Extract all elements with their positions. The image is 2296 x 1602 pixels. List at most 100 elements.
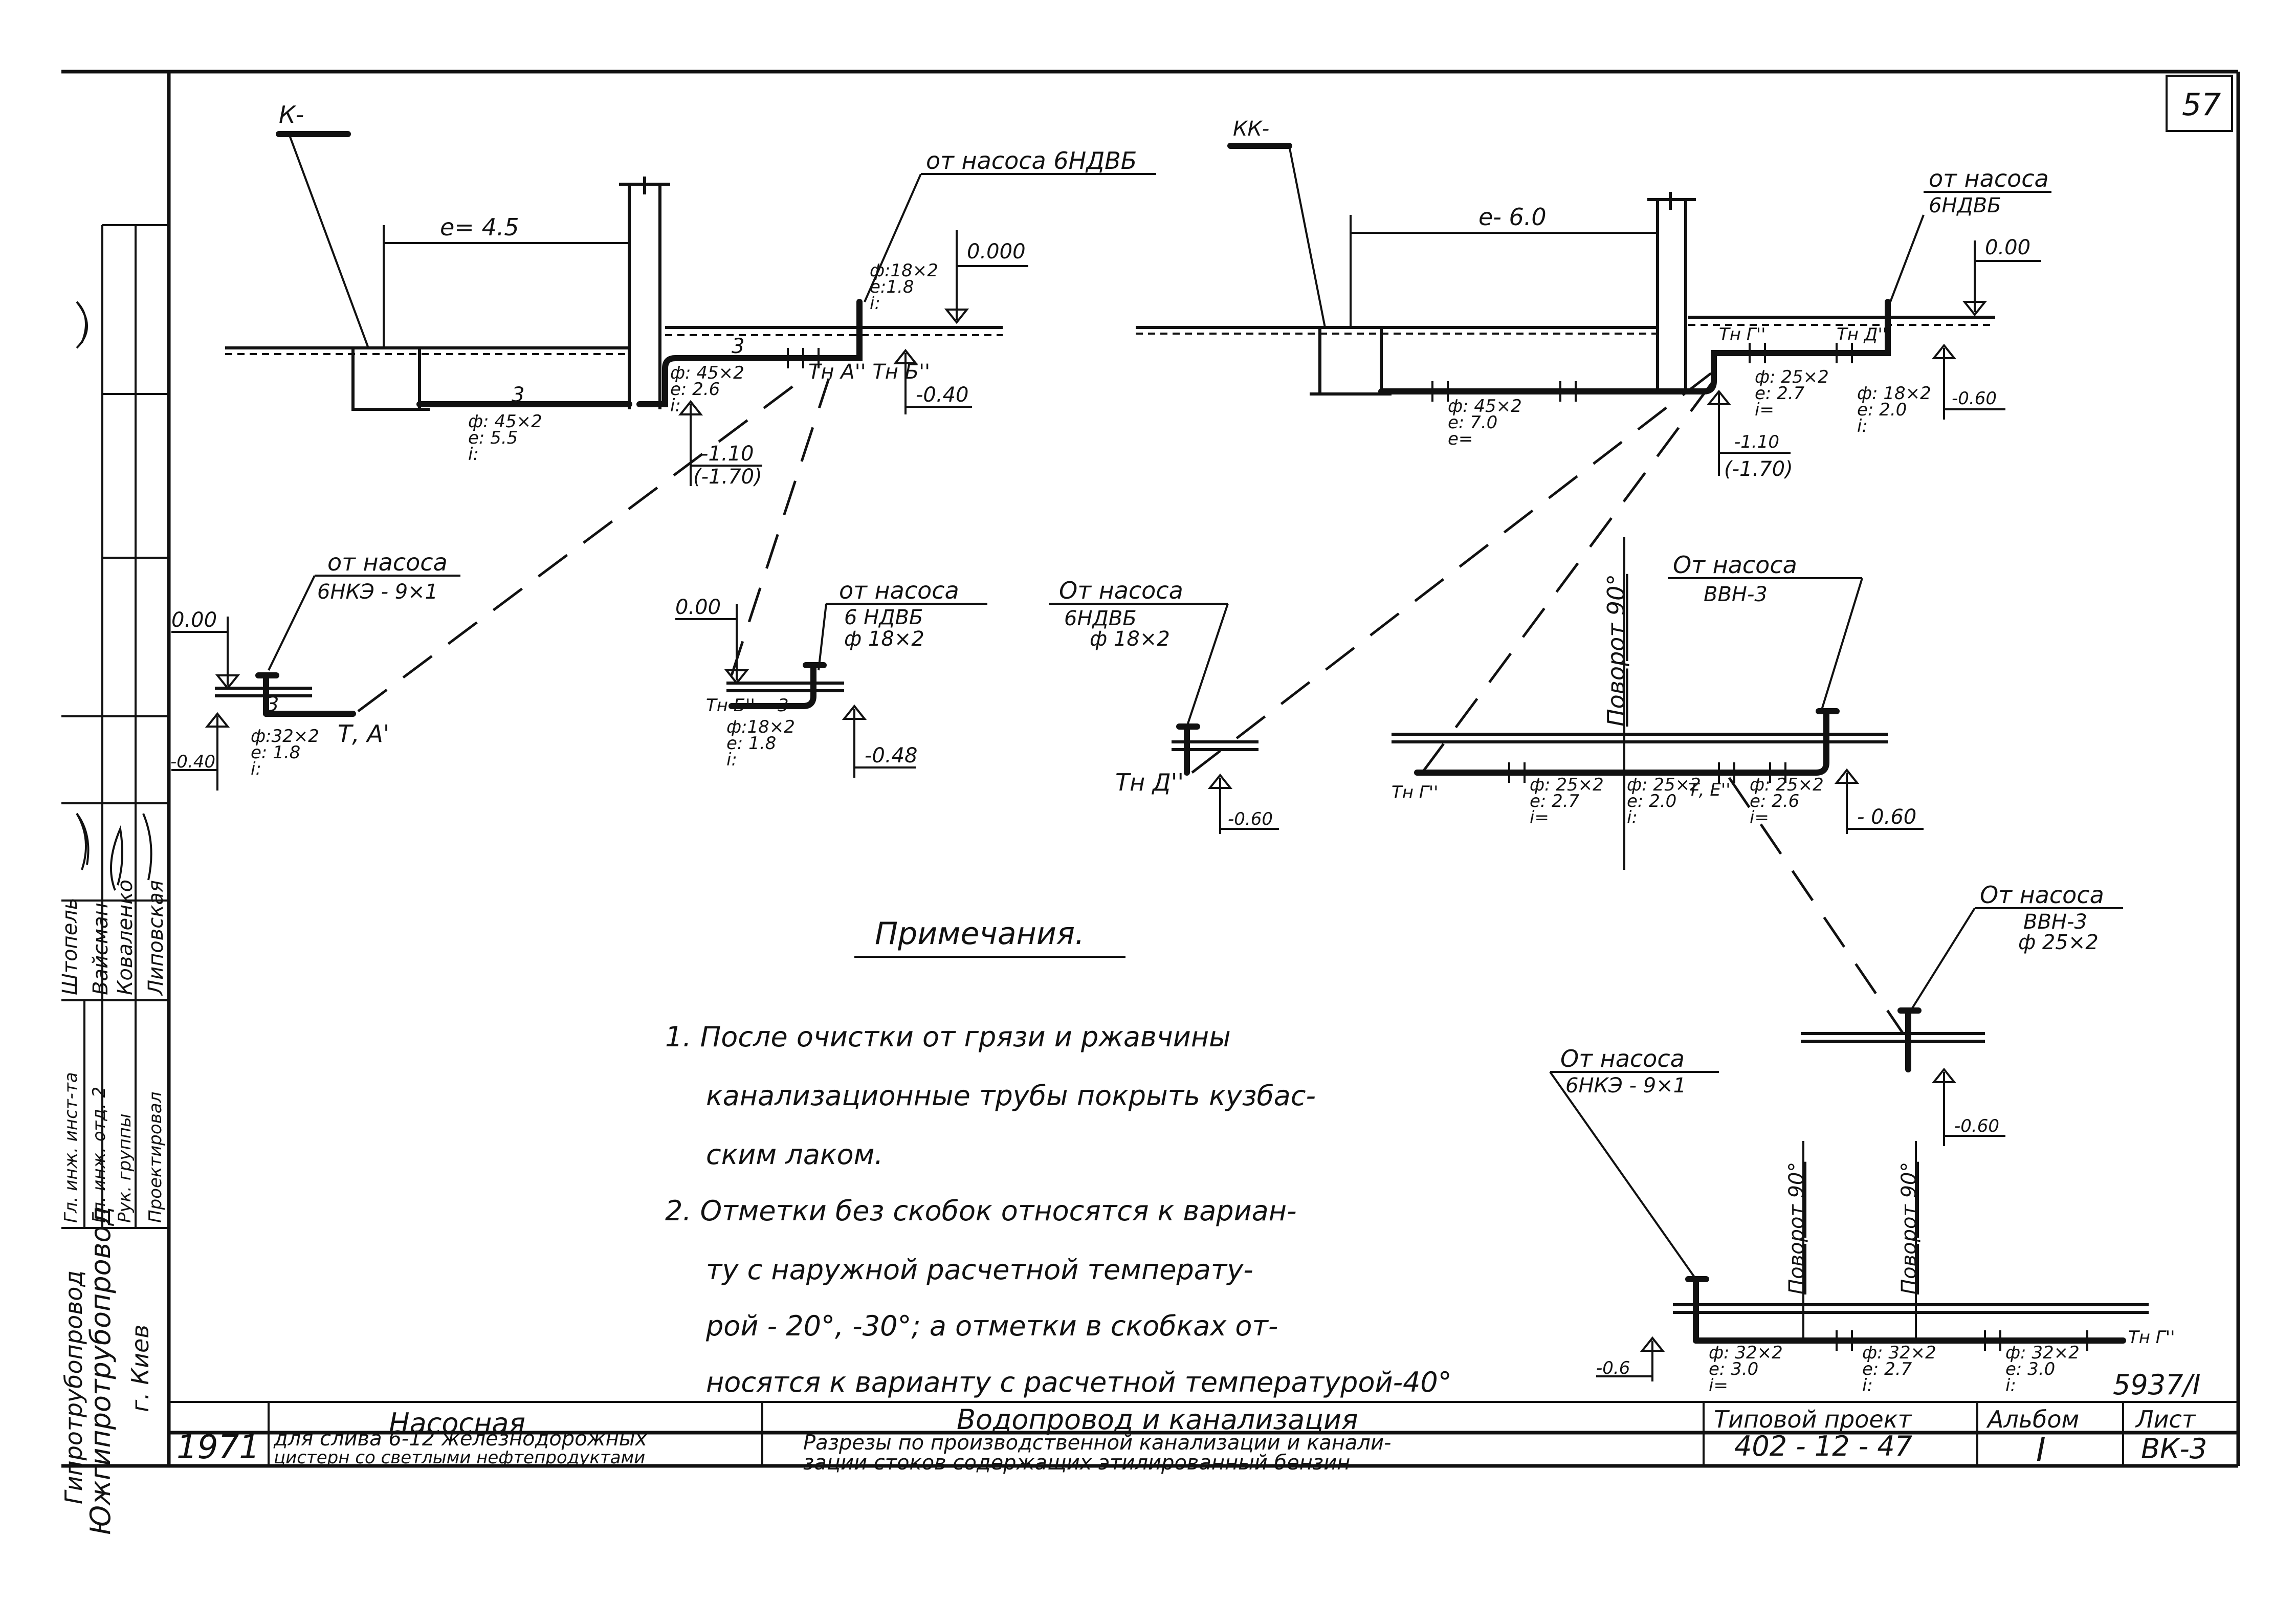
- note-line: ту с наружной расчетной температу-: [706, 1254, 1253, 1286]
- pipe-spec: ф: 25×2: [1750, 775, 1824, 795]
- pipe-spec: е: 2.6: [1750, 791, 1799, 811]
- pipe-spec: е: 5.5: [468, 428, 518, 448]
- project-value: 402 - 12 - 47: [1734, 1430, 1912, 1462]
- name-entry: Вайсман: [89, 903, 113, 995]
- name-entry: Липовская: [144, 880, 168, 996]
- pipe-spec: i:: [1627, 807, 1638, 828]
- elevation: - 0.60: [1857, 805, 1916, 829]
- pump-leader: от насоса 6НДВБ: [926, 147, 1137, 174]
- note-line: канализационные трубы покрыть кузбас-: [706, 1080, 1316, 1112]
- pipe-spec: i:: [251, 759, 261, 779]
- project-label: Типовой проект: [1714, 1406, 1912, 1433]
- point-mark: Т, Е'': [1688, 780, 1731, 800]
- label-kk: КК-: [1233, 117, 1269, 141]
- length-dim: е- 6.0: [1478, 203, 1547, 231]
- elevation: -0.48: [865, 744, 918, 767]
- year: 1971: [176, 1429, 260, 1466]
- point-mark: Т, А': [338, 720, 389, 748]
- right-section-diagram: КК- е- 6.0 от насоса 6НДВБ: [1136, 117, 2051, 774]
- rotate-label: Поворот 90°: [1897, 1162, 1921, 1294]
- name-entry: Коваленко: [114, 880, 137, 995]
- name-entry: Штопель: [58, 898, 82, 995]
- pipe-spec: е: 3.0: [1709, 1359, 1758, 1379]
- sheet-number: 57: [2182, 87, 2221, 123]
- elevation: -0.60: [1952, 388, 1997, 409]
- sheet-value: ВК-3: [2141, 1433, 2207, 1465]
- pipe-spec: е: 7.0: [1448, 412, 1497, 433]
- pump-leader: От насоса: [1059, 577, 1183, 604]
- pipe-spec: ф:32×2: [251, 726, 319, 747]
- pump-leader: От насоса: [1980, 881, 2104, 909]
- pump-leader: 6НКЭ - 9×1: [1565, 1074, 1686, 1098]
- elevation: -1.10: [701, 442, 754, 466]
- spec-line: i:: [870, 293, 880, 314]
- object-subtitle: цистерн со светлыми нефтепродуктами: [274, 1447, 645, 1468]
- note-line: носятся к варианту с расчетной температу…: [706, 1366, 1452, 1398]
- main-subtitle: зации стоков содержащих этилированный бе…: [803, 1451, 1350, 1475]
- elevation: (-1.70): [1724, 457, 1793, 481]
- pipe-spec: ф: 32×2: [1862, 1343, 1936, 1363]
- role-label: Гл. инж. отд. 2: [89, 1087, 109, 1223]
- point-mark: Тн Д'': [1115, 769, 1184, 796]
- left-section-diagram: К- е= 4.5 3 3 от насоса 6НДВБ: [225, 101, 1156, 713]
- middle-iso-diagram: От насоса 6НДВБ ф 18×2 Тн Д'' -0.60 Пово…: [1049, 537, 1924, 1035]
- spec-line: ф:18×2: [870, 260, 938, 281]
- pipe-spec: ф: 25×2: [1627, 775, 1701, 795]
- pipe-spec: i:: [468, 444, 479, 465]
- pipe-spec: ф: 32×2: [2005, 1343, 2080, 1363]
- pipe-number: 3: [732, 335, 744, 358]
- pipe-number: 3: [266, 693, 279, 716]
- pipe-spec: i:: [670, 396, 681, 416]
- role-label: Рук. группы: [115, 1113, 135, 1223]
- pipe-spec: ф: 25×2: [1530, 775, 1604, 795]
- label-k: К-: [279, 101, 304, 128]
- org-name: Южгипротрубопровод: [84, 1206, 117, 1535]
- pump-leader: ф 25×2: [2018, 931, 2099, 954]
- pipe-number: 3: [778, 695, 789, 716]
- side-stamp: Гл. инж. инст-та Гл. инж. отд. 2 Рук. гр…: [58, 224, 169, 1535]
- org-name: Гипротрубопровод: [60, 1270, 87, 1504]
- drawing-id: 5937/I: [2113, 1369, 2201, 1401]
- center-iso-diagram: от насоса 6 НДВБ ф 18×2 0.00 Тн Б'' 3 ф:…: [675, 577, 987, 778]
- pipe-spec: ф: 45×2: [670, 363, 744, 383]
- pump-leader: 6 НДВБ: [844, 606, 923, 629]
- pipe-spec: ф: 18×2: [1857, 383, 1931, 404]
- note-line: рой - 20°, -30°; а отметки в скобках от-: [705, 1310, 1278, 1342]
- pipe-spec: i=: [1530, 807, 1549, 828]
- pipe-spec: е: 1.8: [251, 742, 300, 763]
- main-subtitle: Разрезы по производственной канализации …: [803, 1431, 1391, 1455]
- point-mark: Тн Б'': [706, 695, 755, 716]
- signatures: [76, 301, 152, 891]
- elevation: 0.00: [1985, 236, 2030, 259]
- pump-leader: От насоса: [1673, 551, 1797, 579]
- note-line: ским лаком.: [706, 1138, 883, 1171]
- pump-leader: ф 18×2: [1090, 627, 1170, 651]
- left-iso-diagram: от насоса 6НКЭ - 9×1 0.00 3 Т, А' -0.40 …: [170, 548, 460, 791]
- pipe-spec: е=: [1448, 429, 1473, 449]
- pump-leader: ф 18×2: [844, 627, 924, 651]
- pipe-number: 3: [512, 383, 524, 407]
- pump-leader: ВВН-3: [1704, 583, 1768, 606]
- notes-title: Примечания.: [875, 916, 1085, 952]
- elevation: -1.10: [1734, 432, 1779, 452]
- role-label: Проектировал: [145, 1092, 166, 1223]
- bottom-right-iso-diagram: От насоса ВВН-3 ф 25×2 -0.60 От насоса 6…: [1549, 881, 2175, 1396]
- point-mark: Тн Д'': [1837, 324, 1887, 345]
- role-label: Гл. инж. инст-та: [61, 1072, 81, 1223]
- pipe-spec: е: 2.0: [1857, 400, 1907, 420]
- pipe-spec: i:: [2005, 1375, 2016, 1396]
- sheet-frame: 57: [61, 70, 2240, 1468]
- point-mark: Тн Г'': [1719, 324, 1765, 345]
- pipe-spec: е: 2.0: [1627, 791, 1676, 811]
- note-line: 2. Отметки без скобок относятся к вариан…: [665, 1195, 1297, 1227]
- elevation: (-1.70): [693, 465, 762, 489]
- notes-block: Примечания. 1. После очистки от грязи и …: [665, 916, 1452, 1398]
- pipe-spec: ф:18×2: [726, 717, 795, 737]
- elevation: -0.40: [916, 383, 969, 407]
- pump-leader: от насоса: [327, 548, 448, 576]
- main-title: Водопровод и канализация: [957, 1403, 1358, 1436]
- pipe-spec: ф: 45×2: [468, 411, 542, 432]
- pump-leader: От насоса: [1560, 1045, 1685, 1072]
- pump-leader: от насоса: [839, 577, 959, 604]
- rotate-label: Поворот 90°: [1785, 1162, 1808, 1294]
